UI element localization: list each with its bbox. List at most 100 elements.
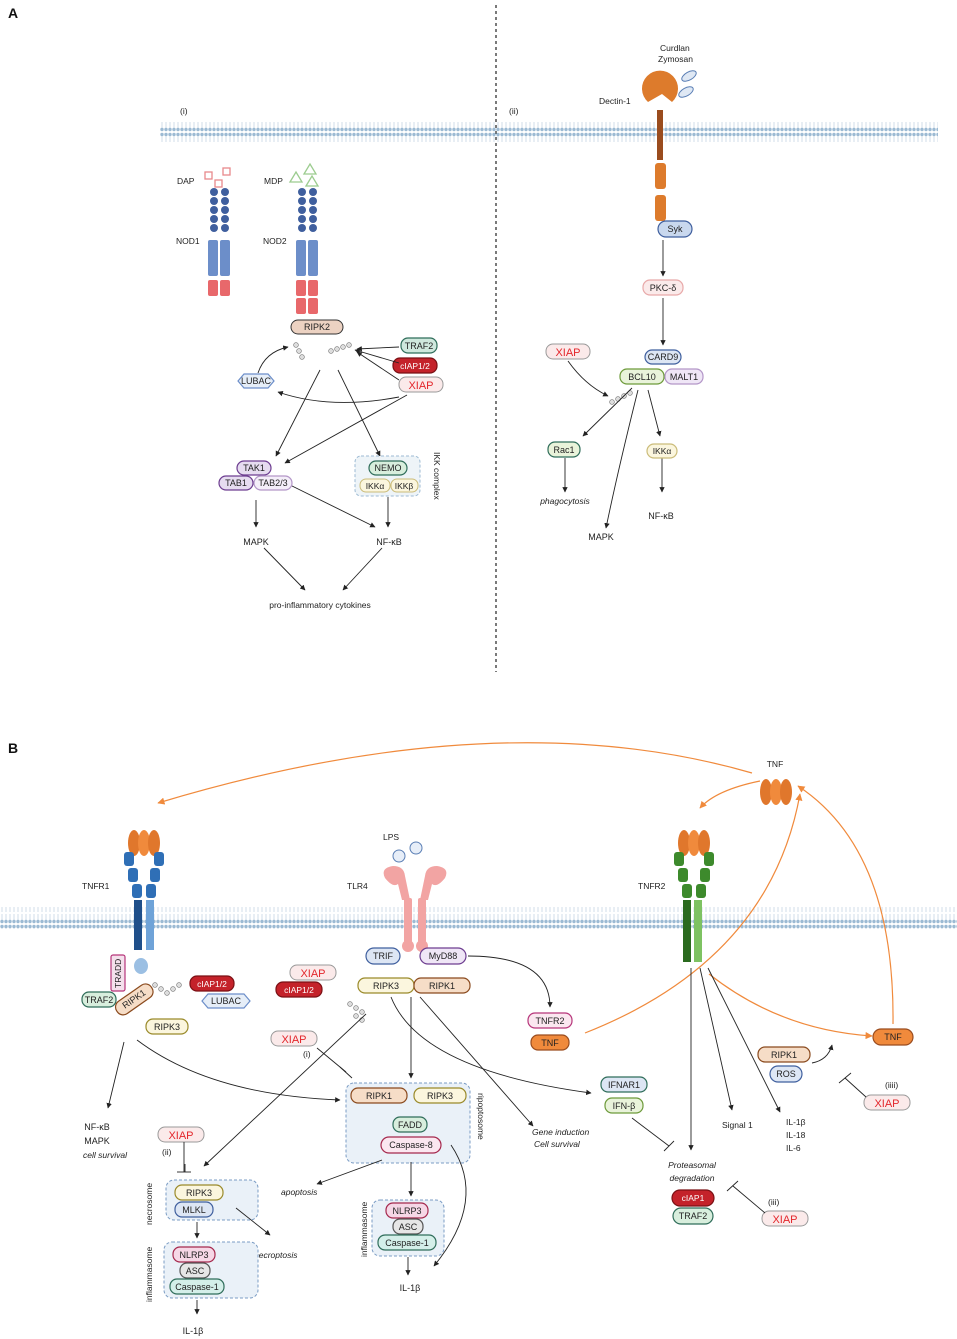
ripk3-necro-label: RIPK3 — [186, 1188, 212, 1198]
lubac-label: LUBAC — [241, 376, 272, 386]
phagocytosis-label: phagocytosis — [539, 496, 590, 506]
nfkb-label: NF-κB — [376, 537, 402, 547]
section-ii-label: (ii) — [509, 106, 519, 116]
lps-label: LPS — [383, 832, 399, 842]
ifnb-label: IFN-β — [613, 1101, 636, 1111]
bcl10-box — [619, 368, 665, 385]
tab1-label: TAB1 — [225, 478, 247, 488]
xiap-i-box — [270, 1030, 318, 1047]
tradd-box — [110, 954, 126, 992]
tak1-box — [236, 460, 272, 476]
ripk1-d-box — [757, 1046, 811, 1063]
pkc-label: PKC-δ — [650, 283, 677, 293]
proteasomal-label: Proteasomal — [668, 1160, 717, 1170]
xiap-b-label: XIAP — [300, 968, 325, 980]
asc-2-box — [392, 1218, 424, 1235]
ciap-box — [392, 357, 438, 374]
ubiquitin-chain-b1-icon — [152, 982, 182, 996]
nod2-label: NOD2 — [263, 236, 287, 246]
ubiquitin-chain-a2-icon — [609, 390, 633, 405]
dectin1-receptor-icon — [642, 70, 678, 221]
tnf-right-box — [872, 1028, 914, 1046]
casp1-1-box — [169, 1278, 225, 1295]
lubac-box — [237, 373, 275, 389]
malt1-label: MALT1 — [670, 372, 698, 382]
label-ii: (ii) — [162, 1147, 172, 1157]
ikk-complex-label: IKK complex — [432, 452, 442, 500]
nlrp3-1-box — [172, 1246, 216, 1263]
dectin-label: Dectin-1 — [599, 96, 631, 106]
il1b-1-label: IL-1β — [183, 1326, 204, 1336]
traf2-label: TRAF2 — [405, 341, 434, 351]
ros-box — [769, 1065, 803, 1083]
ripk1-d-label: RIPK1 — [771, 1050, 797, 1060]
ikka2-box — [646, 443, 678, 459]
casp1-1-label: Caspase-1 — [175, 1282, 219, 1292]
cell-survival-label: cell survival — [83, 1150, 128, 1160]
curdlan-zymosan-icon — [678, 70, 697, 98]
ifnb-box — [604, 1097, 644, 1114]
ripk3-ripo-box — [413, 1087, 467, 1104]
mlkl-box — [174, 1201, 214, 1218]
panel-a-arrows — [253, 345, 408, 591]
nod1-label: NOD1 — [176, 236, 200, 246]
ubiquitin-chain-icon — [293, 342, 352, 360]
card9-label: CARD9 — [648, 352, 679, 362]
ikka-box — [359, 478, 391, 493]
mapk-label: MAPK — [243, 537, 269, 547]
il1b-2-label: IL-1β — [400, 1283, 421, 1293]
bcl10-label: BCL10 — [628, 372, 656, 382]
dap-label: DAP — [177, 176, 195, 186]
membrane-a — [160, 122, 938, 144]
lubac-b-box — [201, 993, 251, 1009]
ripk1-tlr-label: RIPK1 — [429, 981, 455, 991]
xiap-ii-label: XIAP — [168, 1130, 193, 1142]
asc-1-label: ASC — [186, 1266, 205, 1276]
xiap-box — [398, 376, 444, 393]
ciap1-label: cIAP1 — [682, 1193, 705, 1203]
mdp-label: MDP — [264, 176, 283, 186]
curdlan-label: Curdlan — [660, 43, 690, 53]
tnfr2-receptor-icon — [674, 830, 714, 962]
ripk3-tlr-label: RIPK3 — [373, 981, 399, 991]
lubac-b-label: LUBAC — [211, 996, 242, 1006]
nemo-label: NEMO — [375, 463, 402, 473]
signal1-label: Signal 1 — [722, 1120, 753, 1130]
nfkb-b-label: NF-κB — [84, 1122, 110, 1132]
tlr4-receptor-icon — [383, 866, 447, 952]
nemo-box — [368, 460, 408, 476]
xiap-iii-label: XIAP — [772, 1214, 797, 1226]
apoptosis-label: apoptosis — [281, 1187, 318, 1197]
ripk3-ripo-label: RIPK3 — [427, 1091, 453, 1101]
label-iiii: (iiii) — [885, 1080, 898, 1090]
xiap-label: XIAP — [408, 380, 433, 392]
ubiquitin-chain-b2-icon — [347, 1001, 365, 1023]
nlrp3-2-label: NLRP3 — [392, 1206, 421, 1216]
ifnar1-label: IFNAR1 — [608, 1080, 640, 1090]
traf2-b-box — [81, 991, 117, 1008]
nlrp3-1-label: NLRP3 — [179, 1250, 208, 1260]
tnfr1-label: TNFR1 — [82, 881, 110, 891]
rac1-box — [547, 441, 581, 458]
mdp-ligand-icon — [288, 162, 320, 187]
cytokines-label: pro-inflammatory cytokines — [269, 600, 371, 610]
ripk1-box — [114, 983, 154, 1016]
rac1-label: Rac1 — [553, 445, 574, 455]
tab23-box — [253, 475, 293, 491]
nod2-receptor-icon — [296, 188, 318, 314]
tlr4-label: TLR4 — [347, 881, 368, 891]
xiap-iiii-label: XIAP — [874, 1098, 899, 1110]
xiap-a2-label: XIAP — [555, 347, 580, 359]
nlrp3-2-box — [385, 1202, 429, 1219]
ripk1-ripo-box — [350, 1087, 408, 1104]
inflammasome2-label: inflammasome — [359, 1201, 369, 1257]
fadd-box — [392, 1116, 428, 1133]
ripk3-b-label: RIPK3 — [154, 1022, 180, 1032]
mapk-b-label: MAPK — [84, 1136, 110, 1146]
tnf-right-label: TNF — [884, 1032, 902, 1042]
xiap-b-box — [289, 964, 337, 981]
ciap-b2-label: cIAP1/2 — [284, 985, 314, 995]
lps-icon — [392, 841, 423, 863]
ros-label: ROS — [776, 1069, 796, 1079]
zymosan-label: Zymosan — [658, 54, 693, 64]
